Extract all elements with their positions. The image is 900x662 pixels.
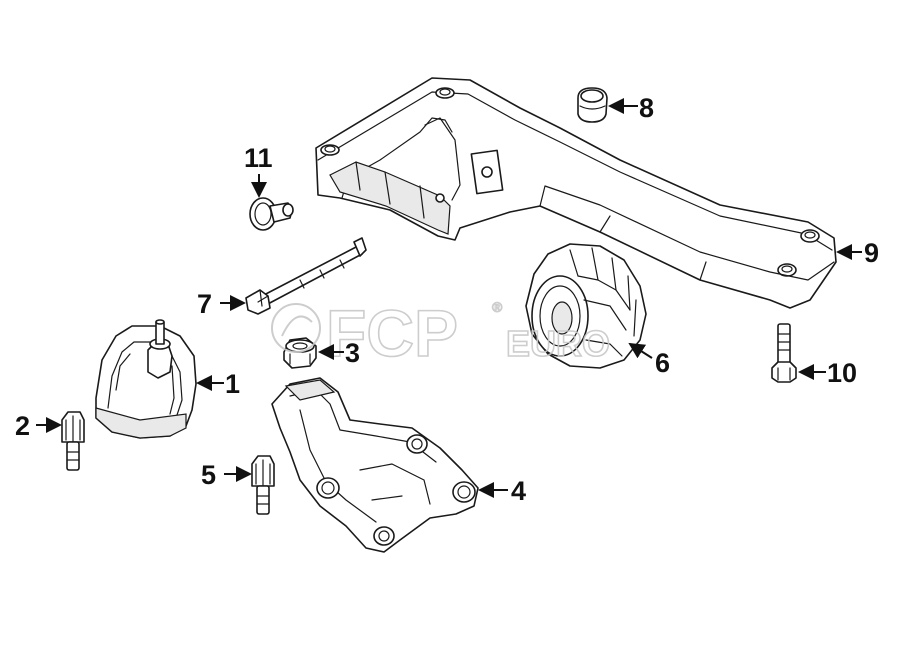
callout-8[interactable]: 8 — [608, 93, 654, 123]
part-9-crossmember[interactable] — [315, 77, 837, 309]
callouts: 1 2 3 4 5 6 7 8 — [15, 93, 879, 506]
part-11-stud[interactable] — [249, 197, 294, 231]
callout-5[interactable]: 5 — [201, 460, 252, 490]
part-10-bolt[interactable] — [771, 323, 797, 383]
part-7-long-bolt[interactable] — [245, 237, 367, 315]
callout-10[interactable]: 10 — [798, 358, 857, 388]
watermark-brand: FCP — [326, 296, 458, 370]
part-2-bolt[interactable] — [61, 411, 85, 471]
part-6-transmission-mount[interactable] — [525, 243, 647, 369]
callout-4-label: 4 — [511, 476, 526, 506]
callout-1-label: 1 — [225, 369, 240, 399]
part-5-bolt[interactable] — [251, 455, 275, 515]
callout-8-label: 8 — [639, 93, 654, 123]
callout-7-label: 7 — [197, 289, 212, 319]
callout-7[interactable]: 7 — [197, 289, 246, 319]
callout-4[interactable]: 4 — [478, 476, 526, 506]
callout-5-label: 5 — [201, 460, 216, 490]
part-3-nut[interactable] — [283, 337, 317, 369]
part-1-engine-mount[interactable] — [95, 319, 197, 439]
callout-2-label: 2 — [15, 411, 30, 441]
callout-9-label: 9 — [864, 238, 879, 268]
watermark: FCP ® EURO — [271, 295, 611, 371]
callout-1[interactable]: 1 — [196, 369, 240, 399]
watermark-suffix: EURO — [506, 323, 610, 364]
callout-6-label: 6 — [655, 348, 670, 378]
watermark-logo-icon — [271, 303, 321, 353]
callout-3[interactable]: 3 — [318, 338, 360, 368]
callout-6[interactable]: 6 — [628, 342, 670, 378]
callout-2[interactable]: 2 — [15, 411, 62, 441]
callout-10-label: 10 — [827, 358, 857, 388]
part-4-bracket[interactable] — [271, 377, 479, 553]
callout-11-label: 11 — [244, 143, 273, 173]
part-8-bushing[interactable] — [577, 87, 608, 123]
watermark-registered: ® — [492, 299, 503, 315]
callout-11[interactable]: 11 — [244, 143, 273, 198]
callout-3-label: 3 — [345, 338, 360, 368]
callout-9[interactable]: 9 — [836, 238, 879, 268]
